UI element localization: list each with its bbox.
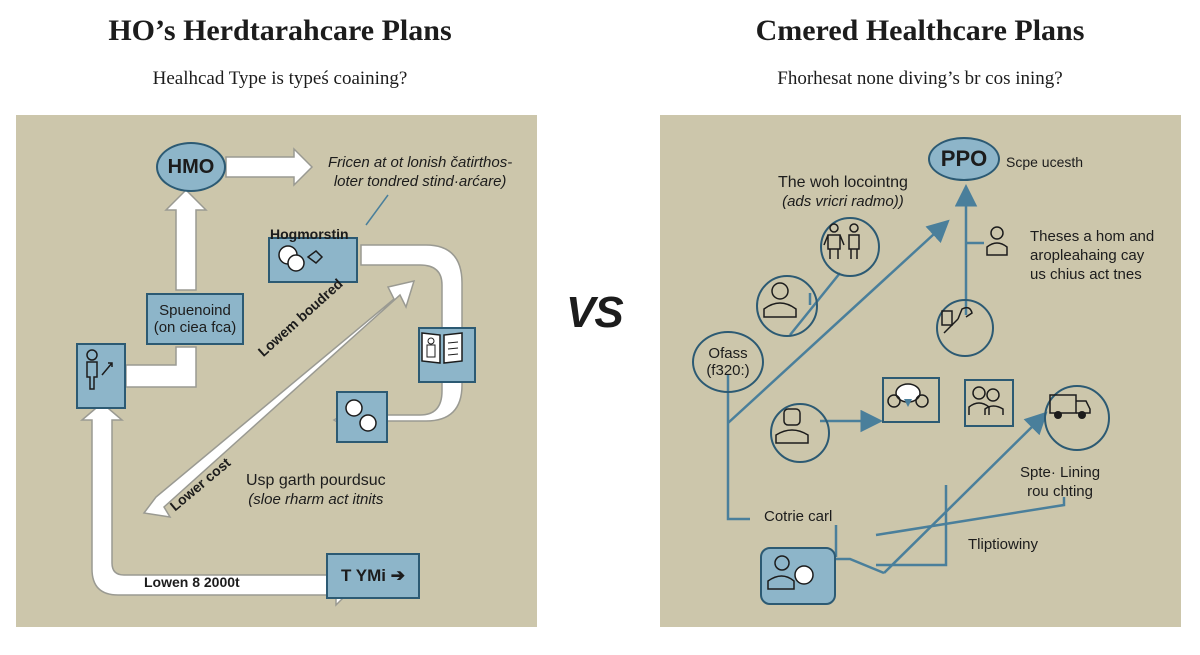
hmo-panel: HMO Fricen at ot lonish čatirthos- loter… [16, 115, 537, 627]
hogmorstin-box [268, 237, 358, 283]
doctor-icon-circle [756, 275, 818, 337]
hmo-node: HMO [156, 142, 226, 192]
people-icon-circle [820, 217, 880, 277]
couple-icon-box [964, 379, 1014, 427]
ambulance-icon [1049, 394, 1091, 419]
ppo-panel: PPO Scpe ucesth The woh locointng (ads v… [660, 115, 1181, 627]
person-icon-circle [770, 403, 830, 463]
network-icon [887, 383, 929, 408]
lowen-label: Lowen 8 2000t [144, 574, 240, 590]
ppo-connectors [726, 184, 1066, 575]
person-box [76, 343, 126, 409]
hmo-note-pointer [365, 194, 389, 226]
open-book-icon [421, 332, 463, 364]
family-box [760, 547, 836, 605]
doctor-icon [763, 282, 797, 318]
nurse-icon [986, 226, 1008, 256]
left-title: HO’s Herdtarahcare Plans [108, 14, 452, 47]
woh-label: The woh locointng (ads vricri radmo)) [778, 174, 908, 210]
tymi-box: T YMi ➔ [326, 553, 420, 599]
hogmorstin-label: Hogmorstin [270, 226, 349, 242]
coins-box [336, 391, 388, 443]
left-subtitle: Healhcad Type is typeś coaining? [152, 68, 408, 89]
usp-label: Usp garth pourdsuc (sloe rharm act itnit… [246, 472, 386, 508]
person-growth-icon [86, 349, 113, 390]
theses-label: Theses a hom and aropleahaing cay us chi… [1030, 228, 1155, 283]
spuenoind-box: Spuenoind (on ciea fca) [146, 293, 244, 345]
cotrie-label: Cotrie carl [764, 508, 833, 525]
user-icon [775, 408, 809, 444]
family-icon [767, 555, 814, 590]
globe-icon-box [882, 377, 940, 423]
couple-icon [968, 386, 1004, 415]
vs-label: VS [566, 288, 624, 337]
hmo-note-top: Fricen at ot lonish čatirthos- loter ton… [328, 154, 513, 190]
right-title: Cmered Healthcare Plans [755, 14, 1085, 47]
tools-icon-circle [936, 299, 994, 357]
tliptiowiny-label: Tliptiowiny [968, 536, 1039, 553]
ppo-lines [726, 184, 1066, 575]
ppo-node: PPO [928, 137, 1000, 181]
right-subtitle: Fhorhesat none diving’s br cos ining? [777, 68, 1063, 89]
people-icon [823, 223, 860, 259]
coins-icon [278, 245, 324, 272]
coins-small-icon [345, 399, 377, 432]
hmo-flow-arrows [79, 147, 463, 607]
spte-label: Spte· Lining rou chting [1020, 464, 1101, 500]
ofass-node: Ofass (f320:) [692, 331, 764, 393]
book-box [418, 327, 476, 383]
ambulance-icon-circle [1044, 385, 1110, 451]
stethoscope-icon [941, 306, 973, 334]
person-square-small [984, 219, 1010, 259]
ppo-label: Scpe ucesth [1006, 154, 1084, 170]
